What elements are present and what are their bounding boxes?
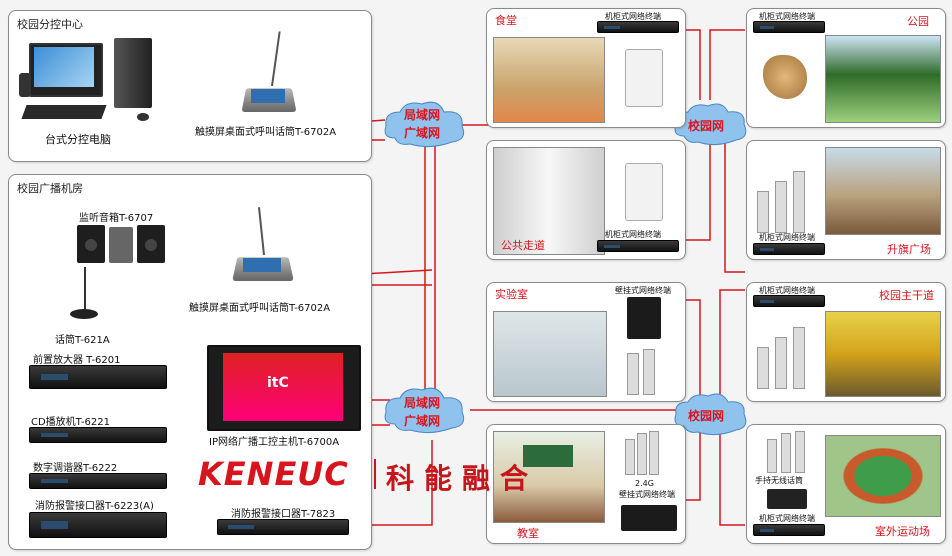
brand-cn: 科能融合 (386, 462, 539, 495)
zone-classroom-device-line1: 2.4G (635, 479, 654, 488)
fire-interface (29, 512, 167, 538)
column-speaker (627, 353, 639, 395)
cloud-lan-wan-top: 局域网 广域网 (380, 98, 470, 152)
park-photo (825, 35, 941, 123)
gooseneck-mic (64, 265, 104, 325)
brand-logo: KENEUC 科能融合 (198, 455, 558, 495)
zone-flag-device: 机柜式网络终端 (759, 233, 815, 242)
zone-park: 机柜式网络终端 公园 (746, 8, 946, 128)
fire-interface-2 (217, 519, 349, 535)
zone-corridor-device: 机柜式网络终端 (605, 230, 661, 239)
zone-sports-device: 机柜式网络终端 (759, 514, 815, 523)
wall-speaker-2 (625, 163, 663, 221)
broadcast-room-title: 校园广播机房 (17, 182, 83, 195)
cloud-top-line1: 局域网 (404, 108, 441, 122)
ip-broadcast-host: itC (207, 345, 361, 431)
zone-canteen-device: 机柜式网络终端 (605, 12, 661, 21)
control-center-title: 校园分控中心 (17, 18, 83, 31)
zone-sports-title: 室外运动场 (875, 525, 930, 538)
zone-avenue: 机柜式网络终端 校园主干道 (746, 282, 946, 402)
zone-classroom: 教室 2.4G 壁挂式网络终端 (486, 424, 686, 544)
cloud-top-line2: 广域网 (404, 126, 441, 140)
zone-park-title: 公园 (907, 15, 929, 28)
cloud-campus-top-label: 校园网 (688, 119, 725, 133)
zone-flag: 机柜式网络终端 升旗广场 (746, 140, 946, 260)
zone-sports-mic: 手持无线话筒 (755, 476, 803, 485)
zone-classroom-device-line2: 壁挂式网络终端 (619, 490, 675, 499)
zone-canteen: 食堂 机柜式网络终端 (486, 8, 686, 128)
zone-canteen-title: 食堂 (495, 14, 517, 27)
column-speakers-avenue (757, 327, 817, 389)
tuner-device (29, 473, 167, 489)
zone-corridor: 公共走道 机柜式网络终端 (486, 140, 686, 260)
lab-photo (493, 311, 607, 397)
zone-classroom-title: 教室 (517, 527, 539, 540)
preamp-device (29, 365, 167, 389)
zone-lab-device: 壁挂式网络终端 (615, 286, 671, 295)
cloud-bottom-line1: 局域网 (404, 396, 441, 410)
keyboard (21, 105, 107, 119)
column-speakers-classroom (625, 431, 665, 475)
broadcast-room-panel: 校园广播机房 监听音箱T-6707 话筒T-621A 触摸屏桌面式呼叫话筒T-6… (8, 174, 372, 550)
canteen-photo (493, 37, 605, 123)
speaker-left (19, 73, 31, 97)
cloud-lan-wan-bottom: 局域网 广域网 (380, 384, 470, 438)
zone-lab-title: 实验室 (495, 288, 528, 301)
call-mic-2 (229, 207, 299, 287)
cloud-bottom-line2: 广域网 (404, 414, 441, 428)
control-center-panel: 校园分控中心 台式分控电脑 触摸屏桌面式呼叫话筒T-6702A (8, 10, 372, 162)
zone-flag-title: 升旗广场 (887, 243, 931, 256)
tuner-label: 数字调谐器T-6222 (33, 463, 118, 474)
pc-tower (114, 38, 152, 108)
sports-photo (825, 435, 941, 517)
cd-label: CD播放机T-6221 (31, 417, 110, 428)
zone-sports: 手持无线话筒 机柜式网络终端 室外运动场 (746, 424, 946, 544)
host-screen-logo: itC (267, 375, 289, 391)
monitor-speakers (77, 225, 167, 265)
fire2-label: 消防报警接口器T-7823 (231, 509, 336, 520)
gooseneck-mic-label: 话筒T-621A (55, 335, 110, 346)
cd-player (29, 427, 167, 443)
flag-photo (825, 147, 941, 235)
desktop-label: 台式分控电脑 (45, 133, 111, 146)
fire-label: 消防报警接口器T-6223(A) (35, 501, 154, 512)
wifi-terminal (621, 505, 677, 531)
column-speakers-flag (757, 171, 817, 233)
cloud-campus-bottom-label: 校园网 (688, 409, 725, 423)
wireless-mic (767, 489, 807, 509)
call-mic-label: 触摸屏桌面式呼叫话筒T-6702A (195, 127, 337, 138)
wall-terminal (627, 297, 661, 339)
monitor-speaker-label: 监听音箱T-6707 (79, 213, 154, 224)
zone-lab: 实验室 壁挂式网络终端 (486, 282, 686, 402)
wall-speaker (625, 49, 663, 107)
mouse (137, 113, 149, 121)
zone-avenue-title: 校园主干道 (879, 289, 934, 302)
zone-park-device: 机柜式网络终端 (759, 12, 815, 21)
zone-corridor-title: 公共走道 (501, 239, 545, 252)
call-mic (239, 31, 299, 121)
call-mic-2-label: 触摸屏桌面式呼叫话筒T-6702A (189, 303, 331, 314)
desktop-computer (19, 33, 169, 133)
rock-speaker (763, 55, 807, 99)
corridor-photo (493, 147, 605, 255)
host-label: IP网络广播工控主机T-6700A (209, 437, 340, 448)
brand-en: KENEUC (198, 455, 349, 493)
avenue-photo (825, 311, 941, 397)
cloud-campus-bottom: 校园网 (672, 390, 752, 440)
column-speakers-sports (767, 431, 817, 473)
zone-avenue-device: 机柜式网络终端 (759, 286, 815, 295)
preamp-label: 前置放大器 T-6201 (33, 355, 121, 366)
